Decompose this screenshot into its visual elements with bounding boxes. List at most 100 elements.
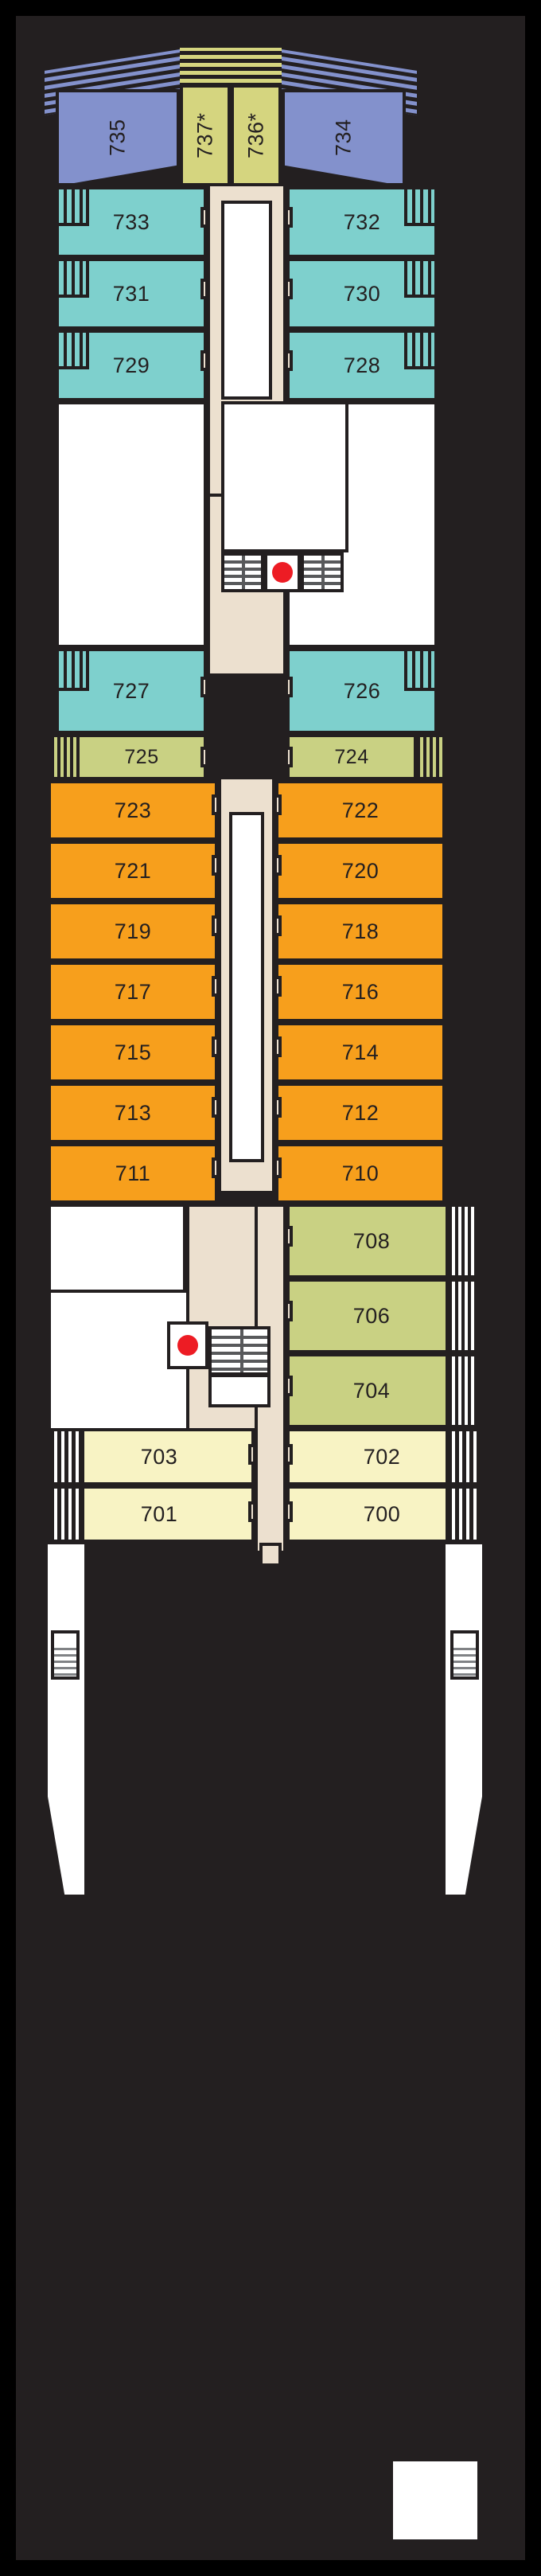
- door-notch-726: [285, 677, 293, 697]
- cabin-label: 736*: [243, 112, 268, 158]
- cabin-label: 733: [112, 209, 150, 234]
- cabin-714[interactable]: 714: [275, 1022, 446, 1083]
- cabin-label: 719: [114, 919, 152, 943]
- cabin-711[interactable]: 711: [48, 1143, 218, 1204]
- door-notch-723: [212, 794, 220, 815]
- window-hatch-700: [446, 1485, 482, 1543]
- cabin-label: 701: [140, 1501, 178, 1526]
- cabin-720[interactable]: 720: [275, 841, 446, 901]
- cabin-729[interactable]: 729: [56, 330, 207, 401]
- window-hatch-724: [414, 734, 446, 780]
- door-notch-728: [285, 350, 293, 371]
- stairs-aft[interactable]: [208, 1326, 270, 1376]
- cabin-701[interactable]: 701: [64, 1485, 255, 1543]
- elevator-marker-icon: [177, 1335, 198, 1356]
- cabin-label: 730: [343, 281, 381, 306]
- ship-hull: 735 737* 736* 734 733 732 731: [16, 16, 525, 2560]
- cabin-label: 727: [112, 678, 150, 703]
- window-hatch-731: [56, 258, 89, 298]
- cabin-label: 713: [114, 1100, 152, 1125]
- door-notch-718: [274, 915, 282, 936]
- door-notch-702: [285, 1444, 293, 1465]
- door-notch-721: [212, 855, 220, 876]
- legend-swatch: [393, 2461, 477, 2539]
- window-hatch-728: [404, 330, 438, 369]
- door-notch-711: [212, 1157, 220, 1178]
- cabin-label: 732: [343, 209, 381, 234]
- window-hatch-733: [56, 186, 89, 226]
- door-notch-704: [285, 1376, 293, 1396]
- cabin-label: 716: [341, 979, 379, 1004]
- cabin-716[interactable]: 716: [275, 962, 446, 1022]
- cabin-704[interactable]: 704: [286, 1353, 457, 1428]
- door-notch-727: [200, 677, 208, 697]
- cabin-label: 704: [352, 1378, 391, 1403]
- cabin-717[interactable]: 717: [48, 962, 218, 1022]
- cabin-736[interactable]: 736*: [231, 84, 282, 186]
- cabin-label: 723: [114, 798, 152, 822]
- door-notch-724: [285, 747, 293, 767]
- window-hatch-703: [48, 1428, 84, 1485]
- cabin-label: 714: [341, 1040, 379, 1064]
- door-notch-714: [274, 1036, 282, 1057]
- elevator-forward[interactable]: [264, 552, 301, 592]
- cabin-label: 700: [363, 1501, 401, 1526]
- cabin-708[interactable]: 708: [286, 1204, 457, 1278]
- door-notch-708: [285, 1226, 293, 1247]
- cabin-723[interactable]: 723: [48, 780, 218, 841]
- cabin-727[interactable]: 727: [56, 648, 207, 734]
- cabin-703[interactable]: 703: [64, 1428, 255, 1485]
- cabin-725[interactable]: 725: [76, 734, 207, 780]
- door-notch-701: [248, 1501, 256, 1522]
- cabin-718[interactable]: 718: [275, 901, 446, 962]
- cabin-label: 711: [115, 1161, 151, 1185]
- door-notch-713: [212, 1097, 220, 1118]
- window-hatch-708: [446, 1204, 477, 1278]
- door-notch-729: [200, 350, 208, 371]
- lifeboat-starboard[interactable]: [450, 1630, 479, 1680]
- cabin-label: 735: [105, 119, 130, 157]
- corridor-core-mid: [229, 812, 264, 1162]
- cabin-label: 721: [114, 858, 152, 883]
- cabin-724[interactable]: 724: [286, 734, 417, 780]
- cabin-label: 726: [343, 678, 381, 703]
- cabin-label: 728: [343, 353, 381, 377]
- door-notch-700: [285, 1501, 293, 1522]
- cabin-label: 702: [363, 1444, 401, 1469]
- cabin-label: 731: [112, 281, 150, 306]
- window-hatch-704: [446, 1353, 477, 1428]
- door-notch-722: [274, 794, 282, 815]
- cabin-label: 712: [341, 1100, 379, 1125]
- stairs-forward-starboard[interactable]: [301, 552, 344, 592]
- cabin-713[interactable]: 713: [48, 1083, 218, 1143]
- elevator-aft[interactable]: [167, 1321, 208, 1369]
- cabin-label: 703: [140, 1444, 178, 1469]
- cabin-737[interactable]: 737*: [180, 84, 231, 186]
- lifeboat-port[interactable]: [51, 1630, 80, 1680]
- door-notch-716: [274, 976, 282, 997]
- cabin-721[interactable]: 721: [48, 841, 218, 901]
- door-notch-706: [285, 1301, 293, 1321]
- cabin-706[interactable]: 706: [286, 1278, 457, 1353]
- cabin-label: 724: [334, 745, 369, 768]
- window-hatch-729: [56, 330, 89, 369]
- window-hatch-701: [48, 1485, 84, 1543]
- cabin-734[interactable]: 734: [282, 89, 406, 186]
- door-notch-717: [212, 976, 220, 997]
- door-notch-732: [285, 207, 293, 228]
- cabin-label: 720: [341, 858, 379, 883]
- cabin-715[interactable]: 715: [48, 1022, 218, 1083]
- stairs-forward-port[interactable]: [221, 552, 264, 592]
- public-area-aft-notch: [208, 1374, 270, 1407]
- cabin-label: 715: [114, 1040, 152, 1064]
- cabin-712[interactable]: 712: [275, 1083, 446, 1143]
- cabin-735[interactable]: 735: [56, 89, 180, 186]
- cabin-722[interactable]: 722: [275, 780, 446, 841]
- door-notch-730: [285, 279, 293, 299]
- window-hatch-727: [56, 648, 89, 691]
- cabin-label: 737*: [193, 112, 217, 158]
- door-notch-719: [212, 915, 220, 936]
- cabin-710[interactable]: 710: [275, 1143, 446, 1204]
- cabin-719[interactable]: 719: [48, 901, 218, 962]
- cabin-label: 708: [352, 1228, 391, 1253]
